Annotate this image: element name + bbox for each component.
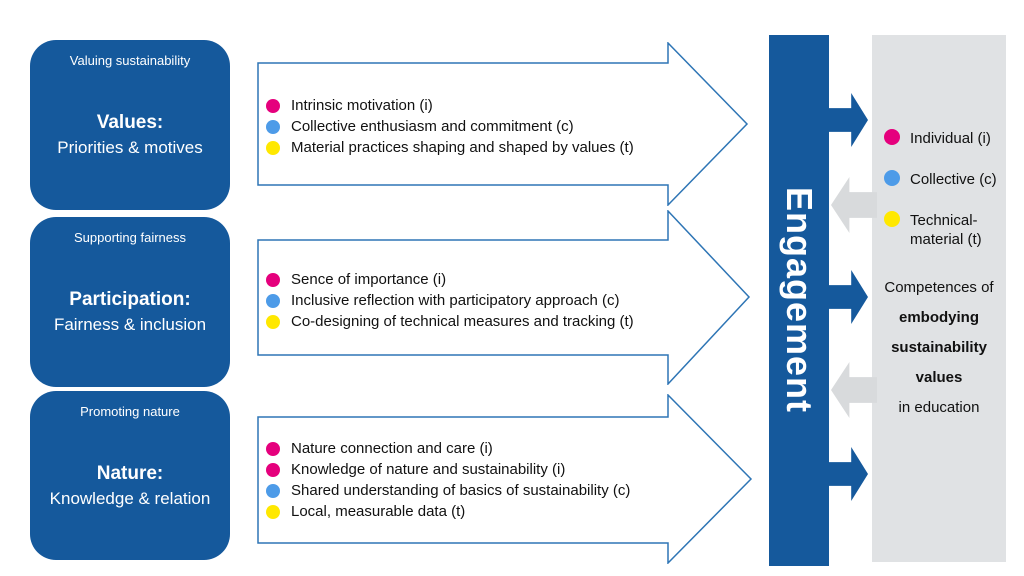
caption-line: in education [898, 399, 980, 416]
bullet-dot-technical-icon [266, 504, 280, 519]
list-item: Inclusive reflection with participatory … [266, 290, 634, 311]
collective-dot-icon [884, 170, 900, 186]
bullet-text: Nature connection and care (i) [291, 440, 493, 457]
legend: Individual (i) Collective (c) Technical-… [884, 129, 997, 271]
pillar-titles-nature: Nature: Knowledge & relation [50, 461, 211, 511]
engagement-label: Engagement [779, 187, 820, 414]
bullet-text: Collective enthusiasm and commitment (c) [291, 118, 574, 135]
legend-label-line1: Technical- [910, 212, 978, 229]
pillar-subtitle-participation: Fairness & inclusion [53, 315, 207, 334]
list-item: Collective enthusiasm and commitment (c) [266, 116, 634, 137]
pillar-titles-participation: Participation: Fairness & inclusion [54, 287, 206, 337]
list-item: Knowledge of nature and sustainability (… [266, 459, 630, 480]
legend-item-technical-material: Technical- material (t) [884, 211, 997, 249]
engagement-out-arrow-icon [828, 270, 868, 324]
list-item: Shared understanding of basics of sustai… [266, 480, 630, 501]
list-item: Co-designing of technical measures and t… [266, 311, 634, 332]
list-item: Nature connection and care (i) [266, 438, 630, 459]
bullet-text: Co-designing of technical measures and t… [291, 313, 634, 330]
list-item: Local, measurable data (t) [266, 501, 630, 522]
bullet-dot-individual-icon [266, 462, 280, 477]
bullet-text: Sence of importance (i) [291, 271, 447, 288]
feedback-arrow-icon [831, 177, 877, 233]
legend-item-individual: Individual (i) [884, 129, 997, 148]
legend-label-line1: Collective (c) [910, 171, 997, 188]
pillar-title-nature: Nature: [96, 463, 164, 484]
bullet-dot-technical-icon [266, 140, 280, 155]
legend-label: Technical- material (t) [910, 211, 982, 249]
legend-label-line2: material (t) [910, 231, 982, 248]
legend-label: Individual (i) [910, 129, 991, 148]
pillar-title-participation: Participation: [69, 289, 191, 310]
list-item: Intrinsic motivation (i) [266, 95, 634, 116]
bullet-text: Intrinsic motivation (i) [291, 97, 433, 114]
bullet-dot-technical-icon [266, 314, 280, 329]
feedback-arrow-icon [831, 362, 877, 418]
values-bullet-list: Intrinsic motivation (i) Collective enth… [266, 95, 634, 158]
pillar-subtitle-values: Priorities & motives [57, 138, 203, 157]
values-arrow-shape [257, 42, 749, 206]
participation-arrow-shape [257, 210, 751, 385]
pillar-box-participation: Supporting fairness Participation: Fairn… [30, 217, 230, 387]
legend-label-line1: Individual (i) [910, 130, 991, 147]
list-item: Material practices shaping and shaped by… [266, 137, 634, 158]
legend-item-collective: Collective (c) [884, 170, 997, 189]
legend-label: Collective (c) [910, 170, 997, 189]
caption-line: Competences of [884, 279, 994, 296]
nature-arrow-shape [257, 394, 753, 564]
caption-line: values [915, 369, 963, 386]
pillar-title-values: Values: [96, 112, 164, 133]
list-item: Sence of importance (i) [266, 269, 634, 290]
pillar-box-values: Valuing sustainability Values: Prioritie… [30, 40, 230, 210]
engagement-out-arrow-icon [828, 93, 868, 147]
pillar-box-nature: Promoting nature Nature: Knowledge & rel… [30, 391, 230, 560]
bullet-dot-collective-icon [266, 293, 280, 308]
bullet-text: Knowledge of nature and sustainability (… [291, 461, 566, 478]
bullet-dot-individual-icon [266, 441, 280, 456]
pillar-tagline-participation: Supporting fairness [73, 230, 186, 245]
competences-panel: Individual (i) Collective (c) Technical-… [872, 35, 1006, 562]
bullet-text: Local, measurable data (t) [291, 503, 466, 520]
bullet-dot-individual-icon [266, 98, 280, 113]
pillar-tagline-nature: Promoting nature [80, 404, 180, 419]
bullet-text: Inclusive reflection with participatory … [291, 292, 620, 309]
pillar-titles-values: Values: Priorities & motives [57, 110, 202, 160]
nature-bullet-list: Nature connection and care (i) Knowledge… [266, 438, 630, 522]
bullet-dot-collective-icon [266, 483, 280, 498]
technical-material-dot-icon [884, 211, 900, 227]
individual-dot-icon [884, 129, 900, 145]
participation-bullet-list: Sence of importance (i) Inclusive reflec… [266, 269, 634, 332]
pillar-tagline-values: Valuing sustainability [69, 53, 191, 68]
bullet-dot-individual-icon [266, 272, 280, 287]
caption-line: sustainability [891, 339, 987, 356]
caption-line: embodying [898, 309, 979, 326]
bullet-text: Shared understanding of basics of sustai… [291, 482, 631, 499]
panel-caption: Competences of embodying sustainability … [872, 273, 1006, 423]
bullet-text: Material practices shaping and shaped by… [291, 139, 634, 156]
engagement-out-arrow-icon [828, 447, 868, 501]
pillar-subtitle-nature: Knowledge & relation [49, 489, 211, 508]
bullet-dot-collective-icon [266, 119, 280, 134]
engagement-bar: Engagement [769, 35, 829, 566]
